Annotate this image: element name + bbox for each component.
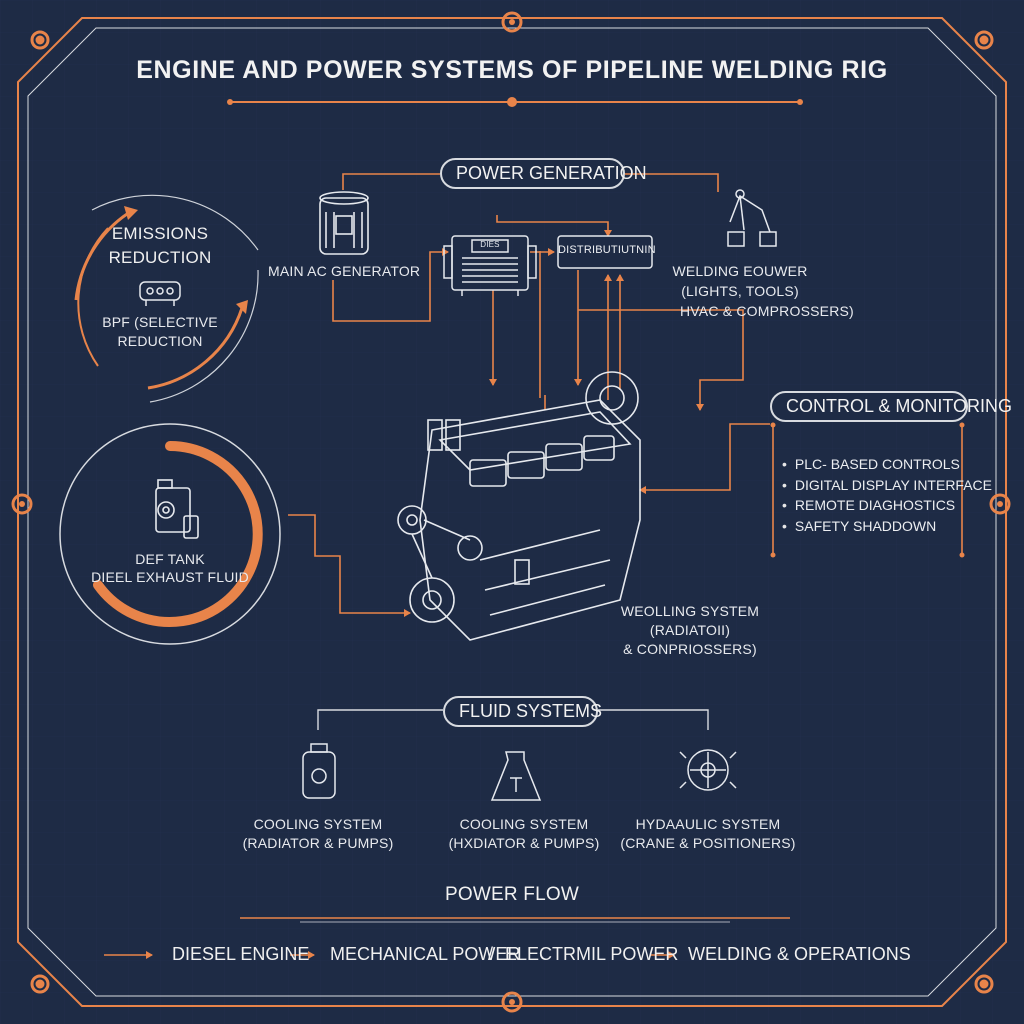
flow-step: DIESEL ENGINE xyxy=(172,944,310,964)
def-tank-line1: DEF TANK xyxy=(135,551,205,567)
diesel-engine-icon xyxy=(397,371,641,641)
fluid-item-sub: (CRANE & POSITIONERS) xyxy=(620,835,796,851)
fluid-item-title: COOLING SYSTEM xyxy=(253,816,383,832)
power-flow-row: DIESEL ENGINE MECHANICAL POWER / ELECTRM… xyxy=(0,940,1024,970)
section-power-flow: POWER FLOW xyxy=(445,884,579,905)
emissions-sub-line2: REDUCTION xyxy=(117,333,203,349)
control-list: •PLC- BASED CONTROLS •DIGITAL DISPLAY IN… xyxy=(782,454,992,536)
generator-box-text: DIES xyxy=(480,240,500,249)
control-item: •SAFETY SHADDOWN xyxy=(782,517,937,534)
emissions-arcs xyxy=(74,210,244,390)
welding-power-line1: WELDING EOUWER xyxy=(672,263,808,279)
emissions-title-line1: EMISSIONS xyxy=(111,224,209,243)
fuel-drum-icon xyxy=(319,191,369,255)
emissions-sub-line1: BPF (SELECTIVE xyxy=(102,314,218,330)
generator-unit-icon xyxy=(443,235,537,296)
catalytic-converter-icon xyxy=(139,281,181,306)
fluid-item-sub: (RADIATOR & PUMPS) xyxy=(242,835,394,851)
distribution-box-text: DISTRIBUTIUTNIN xyxy=(558,244,656,256)
flow-step: WELDING & OPERATIONS xyxy=(688,944,911,964)
control-item: •DIGITAL DISPLAY INTERFACE xyxy=(782,476,992,493)
control-item: •REMOTE DIAGHOSTICS xyxy=(782,497,956,513)
welding-system-line3: & CONPRIOSSERS) xyxy=(623,641,757,657)
control-item: •PLC- BASED CONTROLS xyxy=(782,456,960,472)
fluid-item-sub: (HXDIATOR & PUMPS) xyxy=(448,835,600,851)
corner-gears xyxy=(11,11,1011,1013)
coolant-bottle-icon xyxy=(302,743,336,799)
section-fluid-systems: FLUID SYSTEMS xyxy=(443,696,602,727)
welding-system-line1: WEOLLING SYSTEM xyxy=(620,603,760,619)
def-tank-icon xyxy=(155,479,199,539)
def-tank-line2: DIEEL EXHAUST FLUID xyxy=(91,569,249,585)
flow-step: MECHANICAL POWER xyxy=(330,944,521,964)
section-control-monitoring: CONTROL & MONITORING xyxy=(770,391,1012,422)
welding-system-line2: (RADIATOII) xyxy=(649,622,731,638)
outer-frame xyxy=(17,17,1007,1007)
hydraulic-pump-icon xyxy=(679,749,737,791)
flow-separator: / xyxy=(488,944,494,964)
emissions-title-line2: REDUCTION xyxy=(108,248,212,267)
fluid-item-title: HYDAAULIC SYSTEM xyxy=(635,816,781,832)
welding-power-line3: HVAC & COMPROSSERS) xyxy=(680,303,854,319)
crane-icon xyxy=(727,189,777,247)
flow-step: ELECTRMIL POWER xyxy=(505,944,679,964)
section-power-generation: POWER GENERATION xyxy=(440,158,647,189)
fluid-item-title: COOLING SYSTEM xyxy=(459,816,589,832)
generator-label: MAIN AC GENERATOR xyxy=(268,263,421,279)
def-tank-ring xyxy=(59,423,281,645)
distribution-panel xyxy=(557,235,653,269)
flask-icon xyxy=(490,751,542,801)
page-title: ENGINE AND POWER SYSTEMS OF PIPELINE WEL… xyxy=(136,56,888,84)
welding-power-line2: (LIGHTS, TOOLS) xyxy=(681,283,799,299)
